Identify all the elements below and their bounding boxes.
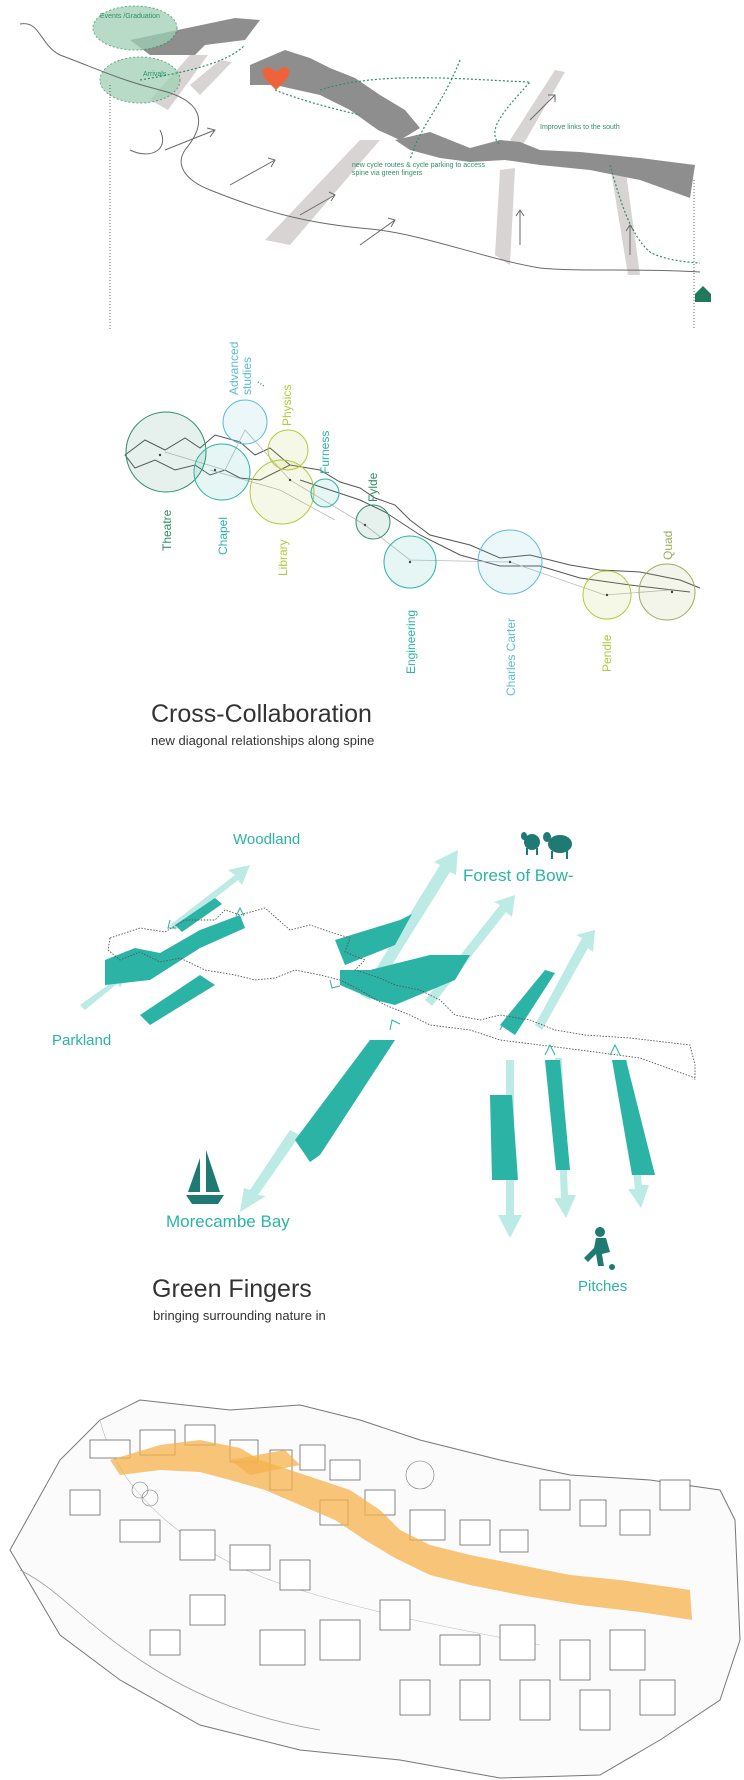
collaboration-diagram: [124, 381, 701, 621]
label-pendle: Pendle: [600, 634, 614, 672]
cycle-routes-label-2: spine via green fingers: [352, 170, 423, 177]
green-fingers-diagram: [80, 832, 696, 1270]
forest-label: Forest of Bow-: [463, 866, 574, 885]
node-chapel: [193, 443, 251, 501]
label-charles-carter: Charles Carter: [504, 617, 518, 696]
spine-east: [395, 132, 695, 198]
label-theatre: Theatre: [160, 509, 174, 551]
label-fylde: Fylde: [366, 472, 380, 502]
label-library: Library: [276, 539, 290, 576]
woodland-label: Woodland: [233, 831, 301, 848]
label-chapel: Chapel: [216, 516, 230, 555]
node-theatre: [125, 411, 207, 493]
sailboat-icon: [186, 1150, 224, 1204]
node-library: [249, 459, 315, 525]
improve-links-label: Improve links to the south: [540, 124, 620, 131]
orange-spine: [110, 1440, 692, 1620]
pitches-label: Pitches: [578, 1278, 628, 1295]
node-furness: [310, 478, 340, 508]
events-label: Events /Graduation: [100, 13, 160, 20]
cycle-routes-label-1: new cycle routes & cycle parking to acce…: [352, 162, 486, 169]
arrivals-label: Arrivals: [143, 71, 167, 78]
node-fylde: [355, 504, 391, 540]
morecambe-label: Morecambe Bay: [166, 1212, 290, 1231]
section-subtitle-green-fingers: bringing surrounding nature in: [153, 1308, 326, 1323]
label-physics: Physics: [280, 384, 294, 426]
footballer-icon: [584, 1227, 615, 1270]
parkland-label: Parkland: [52, 1032, 112, 1049]
sheep-icon: [521, 832, 572, 859]
movement-plan: [19, 5, 711, 330]
label-advanced-studies: Advanced studies: [227, 341, 254, 395]
label-engineering: Engineering: [404, 609, 418, 674]
house-icon: [695, 286, 711, 302]
spine-west: [130, 18, 260, 55]
node-advanced-studies: [222, 399, 268, 445]
finger-woodland: [175, 898, 222, 932]
events-zone: [92, 5, 178, 51]
label-furness: Furness: [318, 430, 332, 474]
heart-icon: [262, 67, 290, 90]
label-quad: Quad: [661, 530, 675, 560]
node-quad: [638, 563, 696, 621]
section-title-green-fingers: Green Fingers: [152, 1275, 312, 1303]
section-title-collaboration: Cross-Collaboration: [151, 700, 372, 728]
spine-centre: [250, 50, 420, 140]
section-subtitle-collaboration: new diagonal relationships along spine: [151, 733, 375, 748]
campus-axonometric: [9, 1399, 741, 1779]
